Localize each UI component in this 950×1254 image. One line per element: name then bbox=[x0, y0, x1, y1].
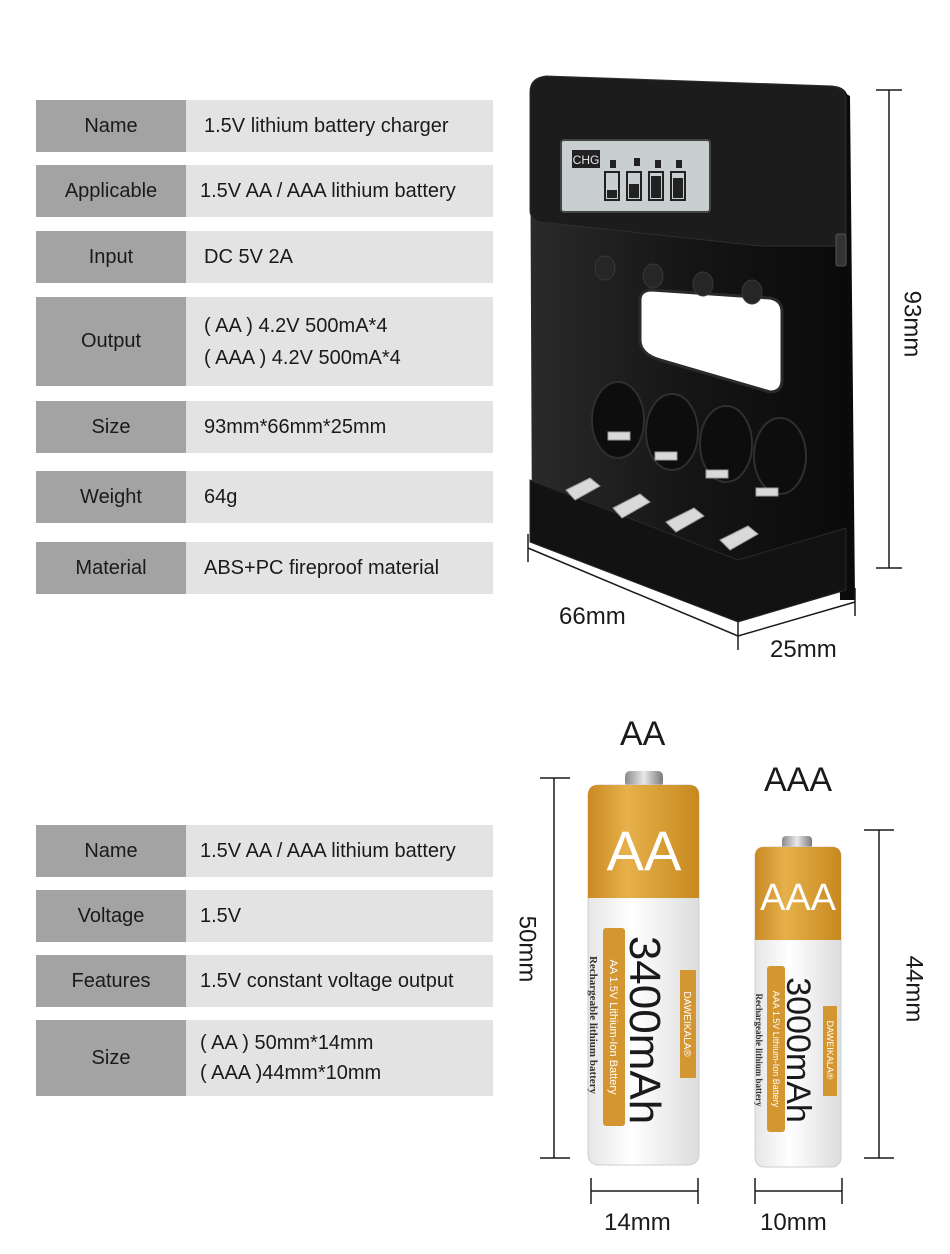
spec-label: Features bbox=[36, 955, 186, 1007]
spec-value: 93mm*66mm*25mm bbox=[186, 401, 493, 453]
lcd-text: CHG bbox=[573, 153, 600, 167]
spec-value: 1.5V constant voltage output bbox=[186, 955, 493, 1007]
aaa-width-label: 10mm bbox=[760, 1209, 827, 1236]
spec-row-size: Size ( AA ) 50mm*14mm ( AAA )44mm*10mm bbox=[36, 1020, 493, 1096]
spec-label: Output bbox=[36, 297, 186, 386]
charger-illustration: CHG bbox=[529, 75, 855, 623]
spec-value: 1.5V AA / AAA lithium battery bbox=[186, 165, 493, 217]
spec-value: DC 5V 2A bbox=[186, 231, 493, 283]
aa-width-label: 14mm bbox=[604, 1209, 671, 1236]
aaa-height-label: 44mm bbox=[900, 955, 928, 1023]
spec-value: ( AA ) 4.2V 500mA*4 ( AAA ) 4.2V 500mA*4 bbox=[186, 297, 493, 386]
spec-row-applicable: Applicable 1.5V AA / AAA lithium battery bbox=[36, 165, 493, 217]
spec-row-name: Name 1.5V AA / AAA lithium battery bbox=[36, 825, 493, 877]
aaa-heading: AAA bbox=[764, 761, 833, 799]
spec-row-voltage: Voltage 1.5V bbox=[36, 890, 493, 942]
spec-value: ABS+PC fireproof material bbox=[186, 542, 493, 594]
spec-row-name: Name 1.5V lithium battery charger bbox=[36, 100, 493, 152]
charger-cutout bbox=[638, 288, 784, 394]
spec-value: 1.5V bbox=[186, 890, 493, 942]
charger-depth-label: 25mm bbox=[770, 636, 837, 663]
battery-dimension-lines bbox=[540, 777, 894, 1204]
charger-dimension-lines bbox=[527, 89, 902, 650]
spec-label: Input bbox=[36, 231, 186, 283]
lcd-chg-badge bbox=[572, 150, 600, 168]
spec-label: Size bbox=[36, 401, 186, 453]
spec-label: Applicable bbox=[36, 165, 186, 217]
spec-label: Size bbox=[36, 1020, 186, 1096]
aa-height-label: 50mm bbox=[513, 915, 541, 983]
battery-level-icons bbox=[604, 171, 686, 201]
spec-row-input: Input DC 5V 2A bbox=[36, 231, 493, 283]
spec-label: Voltage bbox=[36, 890, 186, 942]
spec-row-size: Size 93mm*66mm*25mm bbox=[36, 401, 493, 453]
aa-heading: AA bbox=[620, 715, 666, 753]
spec-label: Name bbox=[36, 825, 186, 877]
spec-row-features: Features 1.5V constant voltage output bbox=[36, 955, 493, 1007]
aaa-type-line: AAA 1.5V Lithium-Ion Battery bbox=[771, 991, 781, 1108]
aaa-subline: Rechargeable lithium battery bbox=[754, 994, 764, 1107]
aa-battery-illustration: AA 3400mAh AA 1.5V Lithium-Ion Battery R… bbox=[587, 771, 700, 1166]
spec-label: Name bbox=[36, 100, 186, 152]
charger-height-label: 93mm bbox=[898, 290, 926, 358]
charger-width-label: 66mm bbox=[559, 603, 626, 630]
usb-port bbox=[835, 233, 847, 267]
spec-value: 1.5V AA / AAA lithium battery bbox=[186, 825, 493, 877]
aa-capacity: 3400mAh bbox=[620, 936, 669, 1124]
aa-terminal bbox=[625, 771, 663, 787]
aaa-brand: DAWEIKALA® bbox=[825, 1021, 835, 1080]
aa-big-label: AA bbox=[607, 819, 682, 882]
aa-brand: DAWEIKALA® bbox=[681, 991, 692, 1057]
aaa-capacity: 3000mAh bbox=[779, 977, 817, 1123]
spec-label: Weight bbox=[36, 471, 186, 523]
aa-type-line: AA 1.5V Lithium-Ion Battery bbox=[607, 959, 619, 1095]
aa-subline: Rechargeable lithium battery bbox=[587, 956, 599, 1095]
spec-row-output: Output ( AA ) 4.2V 500mA*4 ( AAA ) 4.2V … bbox=[36, 297, 493, 386]
spec-label: Material bbox=[36, 542, 186, 594]
spec-value: 64g bbox=[186, 471, 493, 523]
spec-row-weight: Weight 64g bbox=[36, 471, 493, 523]
spec-value: ( AA ) 50mm*14mm ( AAA )44mm*10mm bbox=[186, 1020, 493, 1096]
aaa-big-label: AAA bbox=[760, 877, 837, 919]
spec-value: 1.5V lithium battery charger bbox=[186, 100, 493, 152]
aaa-battery-illustration: AAA 3000mAh AAA 1.5V Lithium-Ion Battery… bbox=[754, 836, 842, 1168]
spec-row-material: Material ABS+PC fireproof material bbox=[36, 542, 493, 594]
